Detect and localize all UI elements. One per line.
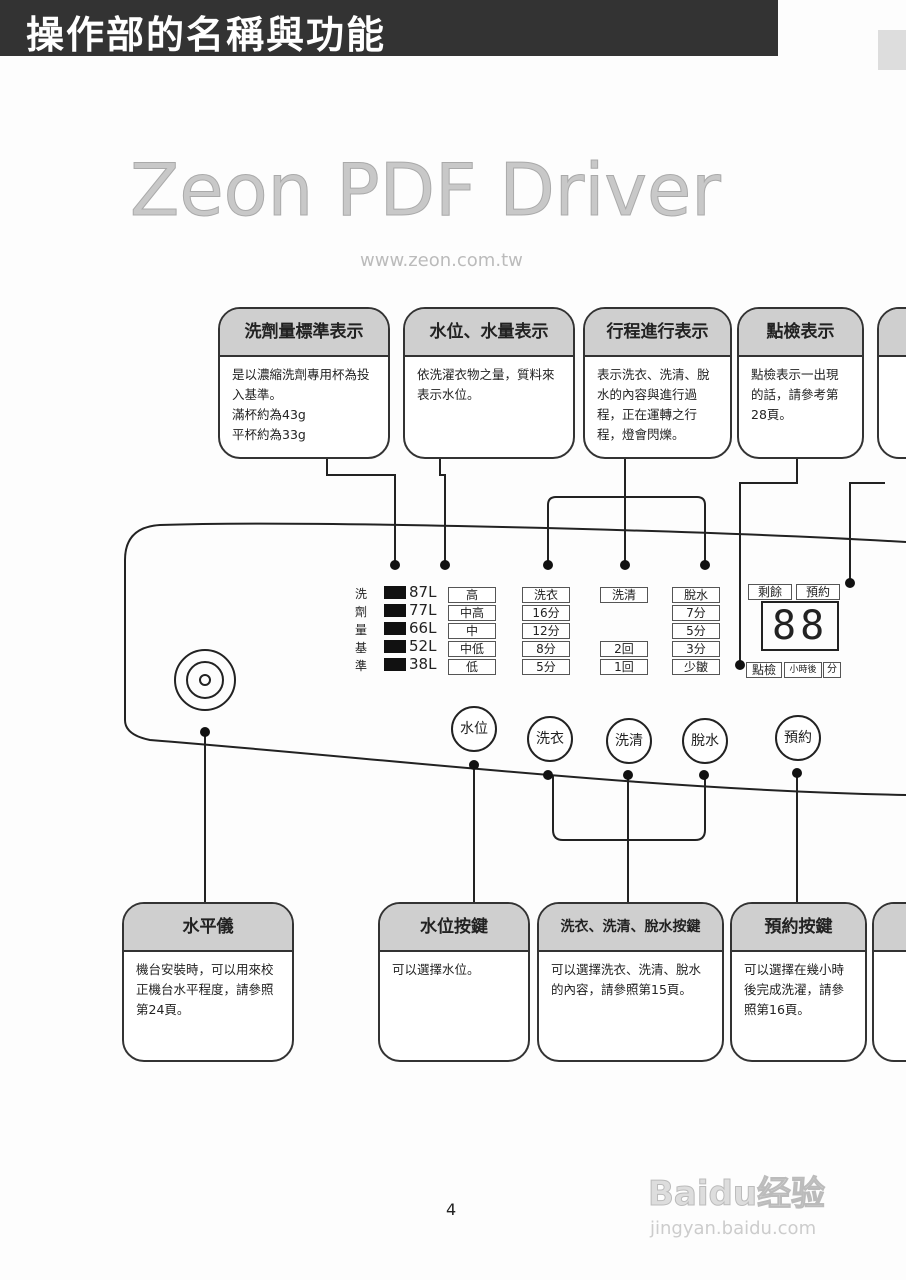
rinse-2: 2回	[600, 641, 648, 657]
spin-wrinkle: 少皺	[672, 659, 720, 675]
info-box-check: 點檢表示 點檢表示一出現的話，請參考第28頁。	[737, 307, 864, 459]
check-label: 點檢	[746, 662, 782, 678]
box-text: 機台安裝時，可以用來校正機台水平程度，請參照第24頁。	[136, 962, 274, 1017]
info-box-partial	[872, 902, 906, 1062]
box-title: 洗劑量標準表示	[220, 309, 388, 357]
digit-display	[761, 601, 839, 651]
spin-5: 5分	[672, 623, 720, 639]
info-box-cycle-buttons: 洗衣、洗清、脫水按鍵 可以選擇洗衣、洗清、脫水的內容，請參照第15頁。	[537, 902, 724, 1062]
spin-3: 3分	[672, 641, 720, 657]
reserve-label: 預約	[796, 584, 840, 600]
info-box-leveler: 水平儀 機台安裝時，可以用來校正機台水平程度，請參照第24頁。	[122, 902, 294, 1062]
pointer-dot	[699, 770, 709, 780]
pointer-dot	[792, 768, 802, 778]
info-box-water-level: 水位、水量表示 依洗濯衣物之量，質料來表示水位。	[403, 307, 575, 459]
box-text: 可以選擇在幾小時後完成洗濯，請參照第16頁。	[744, 962, 845, 1017]
detergent-label: 洗劑量基準	[355, 587, 368, 673]
pointer-dot	[700, 560, 710, 570]
info-box-water-button: 水位按鍵 可以選擇水位。	[378, 902, 530, 1062]
wash-16: 16分	[522, 605, 570, 621]
wash-5: 5分	[522, 659, 570, 675]
box-title: 預約按鍵	[732, 904, 865, 952]
detergent-cup-icon	[384, 586, 406, 674]
spin-button[interactable]: 脫水	[682, 718, 728, 764]
spin-label: 脫水	[672, 587, 720, 603]
pointer-dot	[200, 727, 210, 737]
box-text: 點檢表示一出現的話，請參考第28頁。	[751, 367, 839, 422]
box-title: 水平儀	[124, 904, 292, 952]
box-title: 水位、水量表示	[405, 309, 573, 357]
pointer-dot	[735, 660, 745, 670]
wash-label: 洗衣	[522, 587, 570, 603]
box-text: 依洗濯衣物之量，質料來表示水位。	[417, 367, 555, 402]
connector-lines	[204, 457, 885, 902]
box-text: 可以選擇水位。	[392, 962, 480, 977]
box-text: 是以濃縮洗劑專用杯為投入基準。	[232, 367, 370, 402]
pointer-dot	[440, 560, 450, 570]
title-bar: 操作部的名稱與功能	[0, 0, 778, 57]
watermark: Zeon PDF Driver	[130, 148, 722, 232]
box-text: 表示洗衣、洗清、脫水的內容與進行過程，正在運轉之行程，燈會閃爍。	[597, 367, 710, 442]
minutes-label: 分	[823, 662, 841, 678]
pointer-dot	[390, 560, 400, 570]
info-box-progress: 行程進行表示 表示洗衣、洗清、脫水的內容與進行過程，正在運轉之行程，燈會閃爍。	[583, 307, 732, 459]
rinse-button[interactable]: 洗清	[606, 718, 652, 764]
level-high: 高	[448, 587, 496, 603]
spin-7: 7分	[672, 605, 720, 621]
water-level-button[interactable]: 水位	[451, 706, 497, 752]
pointer-dot	[543, 770, 553, 780]
page-title: 操作部的名稱與功能	[26, 13, 387, 57]
level-mid-low: 中低	[448, 641, 496, 657]
info-box-partial	[877, 307, 906, 459]
wash-8: 8分	[522, 641, 570, 657]
box-title: 點檢表示	[739, 309, 862, 357]
rinse-1: 1回	[600, 659, 648, 675]
watermark-url: www.zeon.com.tw	[360, 250, 523, 271]
pointer-dot	[543, 560, 553, 570]
box-text: 滿杯約為43g	[232, 407, 306, 422]
pointer-dot	[469, 760, 479, 770]
box-title: 行程進行表示	[585, 309, 730, 357]
wash-12: 12分	[522, 623, 570, 639]
box-title: 水位按鍵	[380, 904, 528, 952]
info-box-detergent: 洗劑量標準表示 是以濃縮洗劑專用杯為投入基準。 滿杯約為43g 平杯約為33g	[218, 307, 390, 459]
wash-button[interactable]: 洗衣	[527, 716, 573, 762]
baidu-url: jingyan.baidu.com	[650, 1218, 817, 1239]
info-box-reserve-button: 預約按鍵 可以選擇在幾小時後完成洗濯，請參照第16頁。	[730, 902, 867, 1062]
box-text: 平杯約為33g	[232, 427, 306, 442]
rinse-label: 洗清	[600, 587, 648, 603]
box-text: 可以選擇洗衣、洗清、脫水的內容，請參照第15頁。	[551, 962, 702, 997]
page-number: 4	[446, 1200, 457, 1219]
digit-readout: 88	[772, 603, 829, 649]
level-mid-high: 中高	[448, 605, 496, 621]
level-gauge	[174, 649, 236, 711]
level-mid: 中	[448, 623, 496, 639]
level-low: 低	[448, 659, 496, 675]
pointer-dot	[620, 560, 630, 570]
pointer-dot	[623, 770, 633, 780]
remain-label: 剩餘	[748, 584, 792, 600]
pointer-dot	[845, 578, 855, 588]
page-edge	[878, 30, 906, 70]
hours-later-label: 小時後	[784, 662, 822, 678]
baidu-logo: Baidu经验	[647, 1174, 826, 1215]
reserve-button[interactable]: 預約	[775, 715, 821, 761]
control-panel-outline	[124, 522, 906, 796]
box-title: 洗衣、洗清、脫水按鍵	[539, 904, 722, 952]
